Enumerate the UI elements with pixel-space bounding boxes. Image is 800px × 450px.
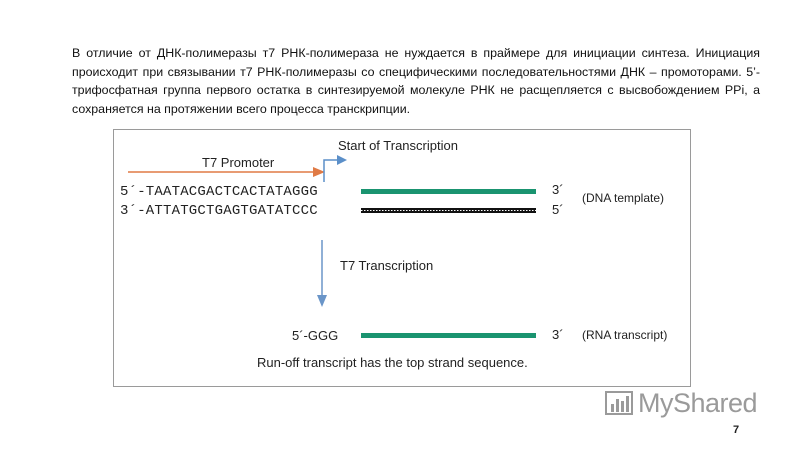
dna-bottom-strand: 3´-ATTATGCTGAGTGATATCCC (120, 203, 318, 219)
diagram-graphics (128, 155, 536, 338)
promoter-arrowhead (313, 167, 325, 177)
t7-transcription-label: T7 Transcription (340, 258, 434, 273)
start-of-transcription-label: Start of Transcription (338, 138, 458, 153)
rna-strand-bar (361, 333, 536, 338)
diagram-caption: Run-off transcript has the top strand se… (257, 355, 528, 370)
dna-template-label: (DNA template) (582, 191, 665, 205)
slide-paragraph: В отличие от ДНК-полимеразы т7 РНК-полим… (72, 46, 760, 116)
watermark-text: MyShared (638, 388, 758, 418)
rna-end-label: 3´ (552, 327, 564, 342)
rna-start-label: 5´-GGG (292, 328, 339, 343)
dna-top-strand-bar (361, 189, 536, 194)
start-arrow (323, 159, 340, 182)
start-arrowhead (337, 155, 347, 165)
top-strand-end-label: 3´ (552, 182, 564, 197)
myshared-watermark: MyShared (604, 388, 758, 419)
rna-transcript-label: (RNA transcript) (582, 328, 668, 342)
t7-promoter-label: T7 Promoter (202, 155, 275, 170)
transcription-arrowhead (317, 295, 327, 307)
bar-chart-icon (605, 390, 633, 415)
t7-transcription-diagram: Start of Transcription T7 Promoter 5´-TA… (113, 129, 691, 387)
bottom-strand-end-label: 5´ (552, 202, 564, 217)
dna-top-strand: 5´-TAATACGACTCACTATAGGG (120, 184, 318, 200)
page-number: 7 (733, 424, 740, 436)
